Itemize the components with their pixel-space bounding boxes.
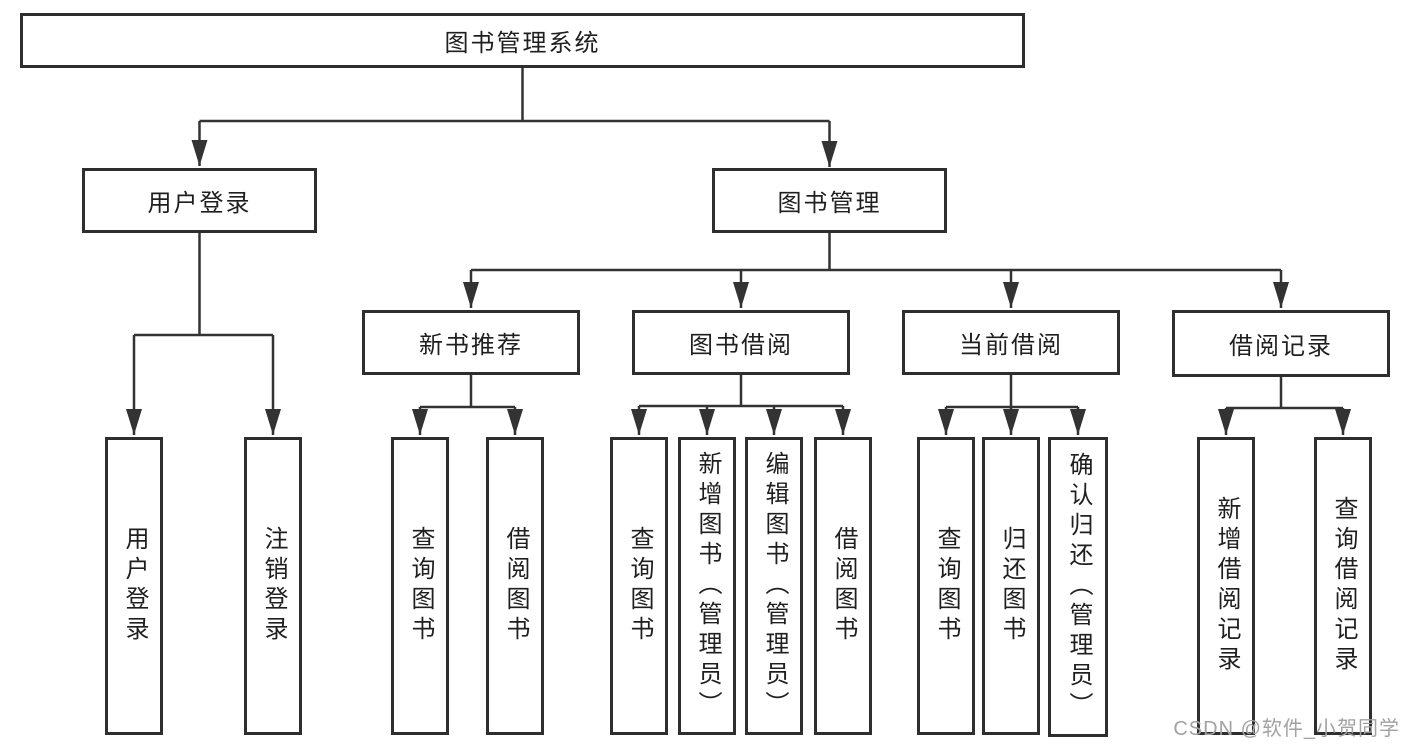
node-book-borrow: 图书借阅 [632,310,850,375]
leaf-nbr-borrow-book: 借阅图书 [486,437,544,735]
leaf-br-add-record: 新增借阅记录 [1197,437,1255,735]
leaf-cb-confirm-return-admin: 确认归还（管理员） [1048,437,1108,737]
watermark: CSDN @软件_小贺同学 [1173,718,1400,740]
leaf-bb-add-book-admin: 新增图书（管理员） [678,437,736,735]
leaf-br-query-record: 查询借阅记录 [1314,437,1372,735]
leaf-bb-borrow-book: 借阅图书 [814,437,872,735]
leaf-cb-query-book: 查询图书 [917,437,975,735]
leaf-bb-query-book: 查询图书 [610,437,668,735]
node-borrow-records: 借阅记录 [1172,310,1390,377]
node-current-borrow: 当前借阅 [902,310,1120,375]
node-root: 图书管理系统 [20,13,1025,68]
leaf-nbr-query-book: 查询图书 [391,437,449,735]
leaf-bb-edit-book-admin: 编辑图书（管理员） [745,437,803,735]
leaf-cb-return-book: 归还图书 [982,437,1040,735]
leaf-user-login: 用户登录 [105,437,163,735]
node-new-book-recommend: 新书推荐 [362,310,580,375]
node-user-login: 用户登录 [82,168,317,233]
node-book-management: 图书管理 [712,168,947,233]
leaf-logout-login: 注销登录 [244,437,302,735]
